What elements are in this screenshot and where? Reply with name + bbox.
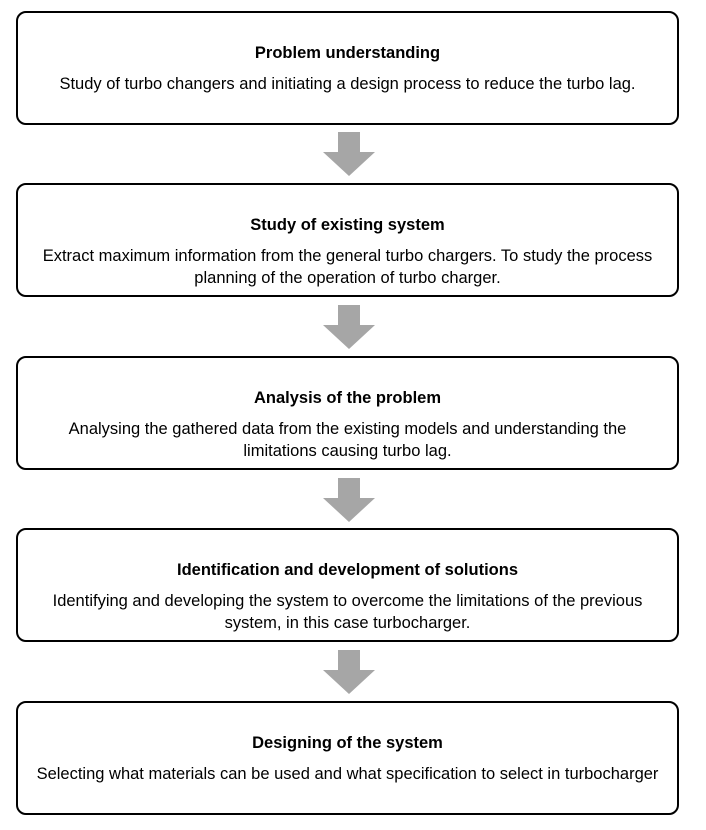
down-arrow-icon [323, 132, 375, 176]
step-identification-development: Identification and development of soluti… [16, 528, 679, 642]
step-description: Analysing the gathered data from the exi… [68, 420, 627, 460]
down-arrow-icon [323, 478, 375, 522]
step-title: Problem understanding [254, 44, 441, 62]
step-problem-understanding: Problem understanding Study of turbo cha… [16, 11, 679, 125]
step-title: Identification and development of soluti… [176, 561, 518, 579]
down-arrow-icon [323, 650, 375, 694]
step-title: Designing of the system [252, 734, 443, 752]
step-designing-system: Designing of the system Selecting what m… [16, 701, 679, 815]
down-arrow-icon [323, 305, 375, 349]
step-description: Identifying and developing the system to… [52, 592, 643, 632]
step-description: Selecting what materials can be used and… [36, 765, 659, 783]
step-description: Extract maximum information from the gen… [42, 247, 653, 287]
step-study-existing-system: Study of existing system Extract maximum… [16, 183, 679, 297]
step-title: Analysis of the problem [253, 389, 442, 407]
step-description: Study of turbo changers and initiating a… [59, 75, 636, 93]
step-analysis-of-problem: Analysis of the problem Analysing the ga… [16, 356, 679, 470]
step-title: Study of existing system [250, 216, 445, 234]
